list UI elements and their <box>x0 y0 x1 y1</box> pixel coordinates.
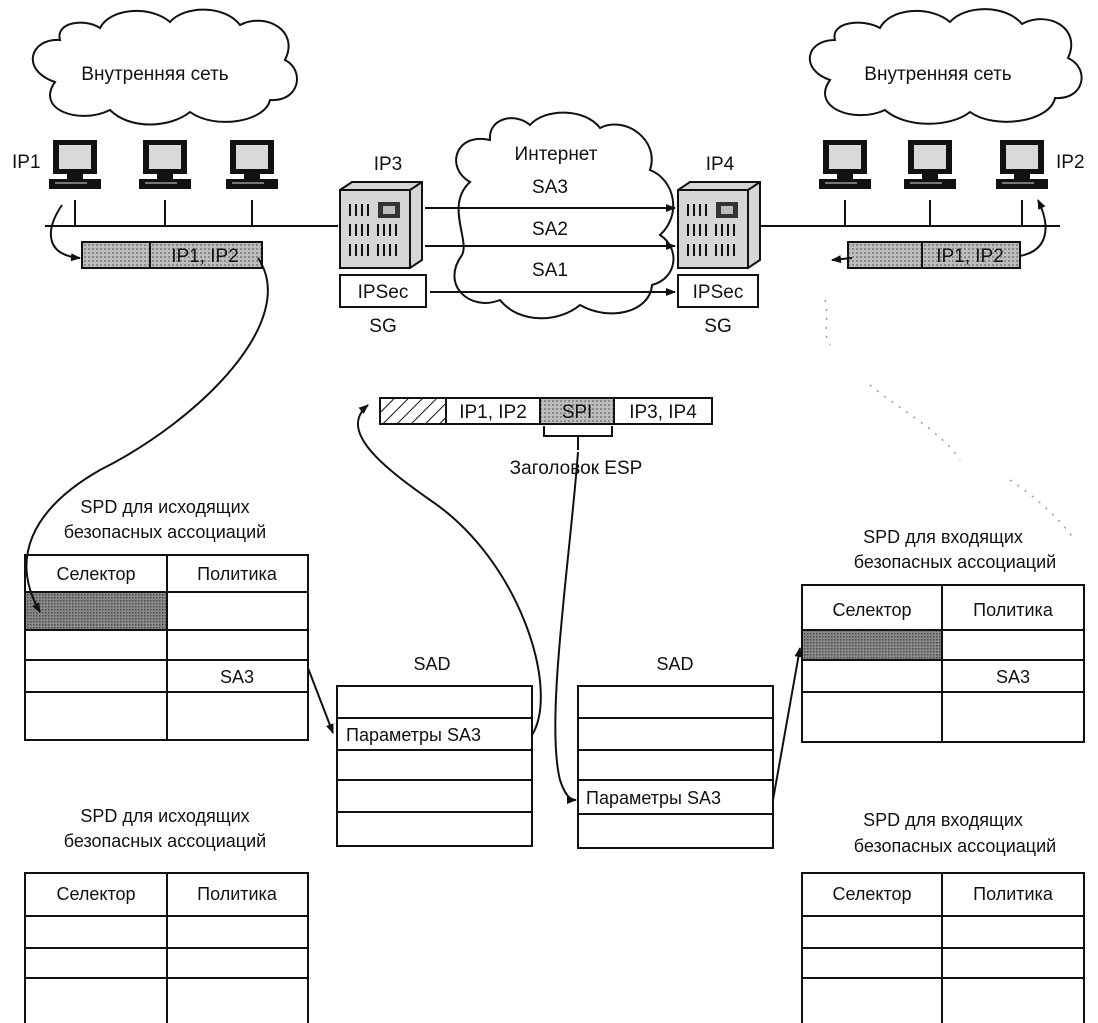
spd-out2-header-selector: Селектор <box>56 884 135 904</box>
spd-in-policy-sa3: SA3 <box>996 667 1030 687</box>
right-ipsec-gateway: IPSec SG <box>677 274 759 337</box>
right-internal-network-cloud: Внутренняя сеть <box>809 8 1083 125</box>
esp-outer-label: IP3, IP4 <box>629 402 697 423</box>
sad-right-entry: Параметры SA3 <box>586 788 721 808</box>
spd-inbound-table-empty: SPD для входящих безопасных ассоциаций С… <box>801 810 1085 1023</box>
spd-in2-title-1: SPD для входящих <box>863 810 1023 830</box>
ip2-label: IP2 <box>1056 152 1085 173</box>
spd-in-header-policy: Политика <box>973 600 1054 620</box>
server-icon <box>339 181 423 269</box>
sa2-label: SA2 <box>532 219 568 240</box>
sad-to-spd-in-arrow <box>772 647 803 801</box>
faint-trace <box>824 299 1076 541</box>
spd-in-title-2: безопасных ассоциаций <box>854 552 1056 572</box>
right-sg-label: SG <box>704 316 731 337</box>
computer-icon <box>904 140 956 189</box>
esp-spi-label: SPI <box>562 402 593 423</box>
spd-out-title-1: SPD для исходящих <box>80 497 249 517</box>
sa-tunnels: SA3 SA2 SA1 <box>425 177 676 296</box>
right-computers <box>819 140 1048 226</box>
spd-to-sad-arrow <box>307 667 334 734</box>
spd-in2-header-selector: Селектор <box>832 884 911 904</box>
esp-inner-label: IP1, IP2 <box>459 402 527 423</box>
spd-inbound-table: SPD для входящих безопасных ассоциаций С… <box>801 527 1085 743</box>
sad-right-table: SAD Параметры SA3 <box>577 654 774 849</box>
spd-out2-header-policy: Политика <box>197 884 278 904</box>
spd-outbound-table: SPD для исходящих безопасных ассоциаций … <box>24 497 309 741</box>
spd-out2-title-1: SPD для исходящих <box>80 806 249 826</box>
spd-in2-title-2: безопасных ассоциаций <box>854 836 1056 856</box>
spd-in-title-1: SPD для входящих <box>863 527 1023 547</box>
spd-in-header-selector: Селектор <box>832 600 911 620</box>
spd-out2-title-2: безопасных ассоциаций <box>64 831 266 851</box>
spd-in2-header-policy: Политика <box>973 884 1054 904</box>
computer-icon <box>996 140 1048 189</box>
sad-left-table: SAD Параметры SA3 <box>336 654 533 847</box>
server-icon <box>677 181 761 269</box>
right-packet-arrow-in <box>831 255 853 264</box>
ip1-to-packet-arrow <box>49 204 81 262</box>
right-packet: IP1, IP2 <box>847 241 1021 269</box>
ip3-label: IP3 <box>374 154 403 175</box>
right-ipsec-label: IPSec <box>693 282 744 303</box>
computer-icon <box>49 140 101 189</box>
left-ipsec-label: IPSec <box>358 282 409 303</box>
left-cloud-label: Внутренняя сеть <box>81 64 228 85</box>
spd-out-policy-sa3: SA3 <box>220 667 254 687</box>
esp-to-sad-right-arrow <box>554 451 579 804</box>
packet-to-spd-arrow <box>25 257 269 613</box>
sad-to-esp-arrow <box>356 404 542 736</box>
left-computers <box>49 140 278 226</box>
spd-out-title-2: безопасных ассоциаций <box>64 522 266 542</box>
spd-out-header-policy: Политика <box>197 564 278 584</box>
left-sg-label: SG <box>369 316 396 337</box>
computer-icon <box>226 140 278 189</box>
left-packet: IP1, IP2 <box>81 241 263 269</box>
computer-icon <box>139 140 191 189</box>
left-ipsec-gateway: IPSec SG <box>339 274 427 337</box>
spd-outbound-table-empty: SPD для исходящих безопасных ассоциаций … <box>24 806 309 1023</box>
left-packet-label: IP1, IP2 <box>171 246 239 267</box>
sad-left-title: SAD <box>413 654 450 674</box>
computer-icon <box>819 140 871 189</box>
esp-packet: IP1, IP2 SPI IP3, IP4 Заголовок ESP <box>379 397 713 479</box>
ip4-label: IP4 <box>706 154 735 175</box>
right-cloud-label: Внутренняя сеть <box>864 64 1011 85</box>
spd-out-header-selector: Селектор <box>56 564 135 584</box>
sa1-label: SA1 <box>532 260 568 281</box>
sa3-label: SA3 <box>532 177 568 198</box>
internet-label: Интернет <box>515 144 598 165</box>
ip1-label: IP1 <box>12 152 41 173</box>
left-internal-network-cloud: Внутренняя сеть <box>31 8 298 126</box>
sad-right-title: SAD <box>656 654 693 674</box>
packet-to-ip2-arrow <box>1019 199 1047 257</box>
right-packet-label: IP1, IP2 <box>936 246 1004 267</box>
internet-cloud: Интернет <box>453 111 675 320</box>
sad-left-entry: Параметры SA3 <box>346 725 481 745</box>
